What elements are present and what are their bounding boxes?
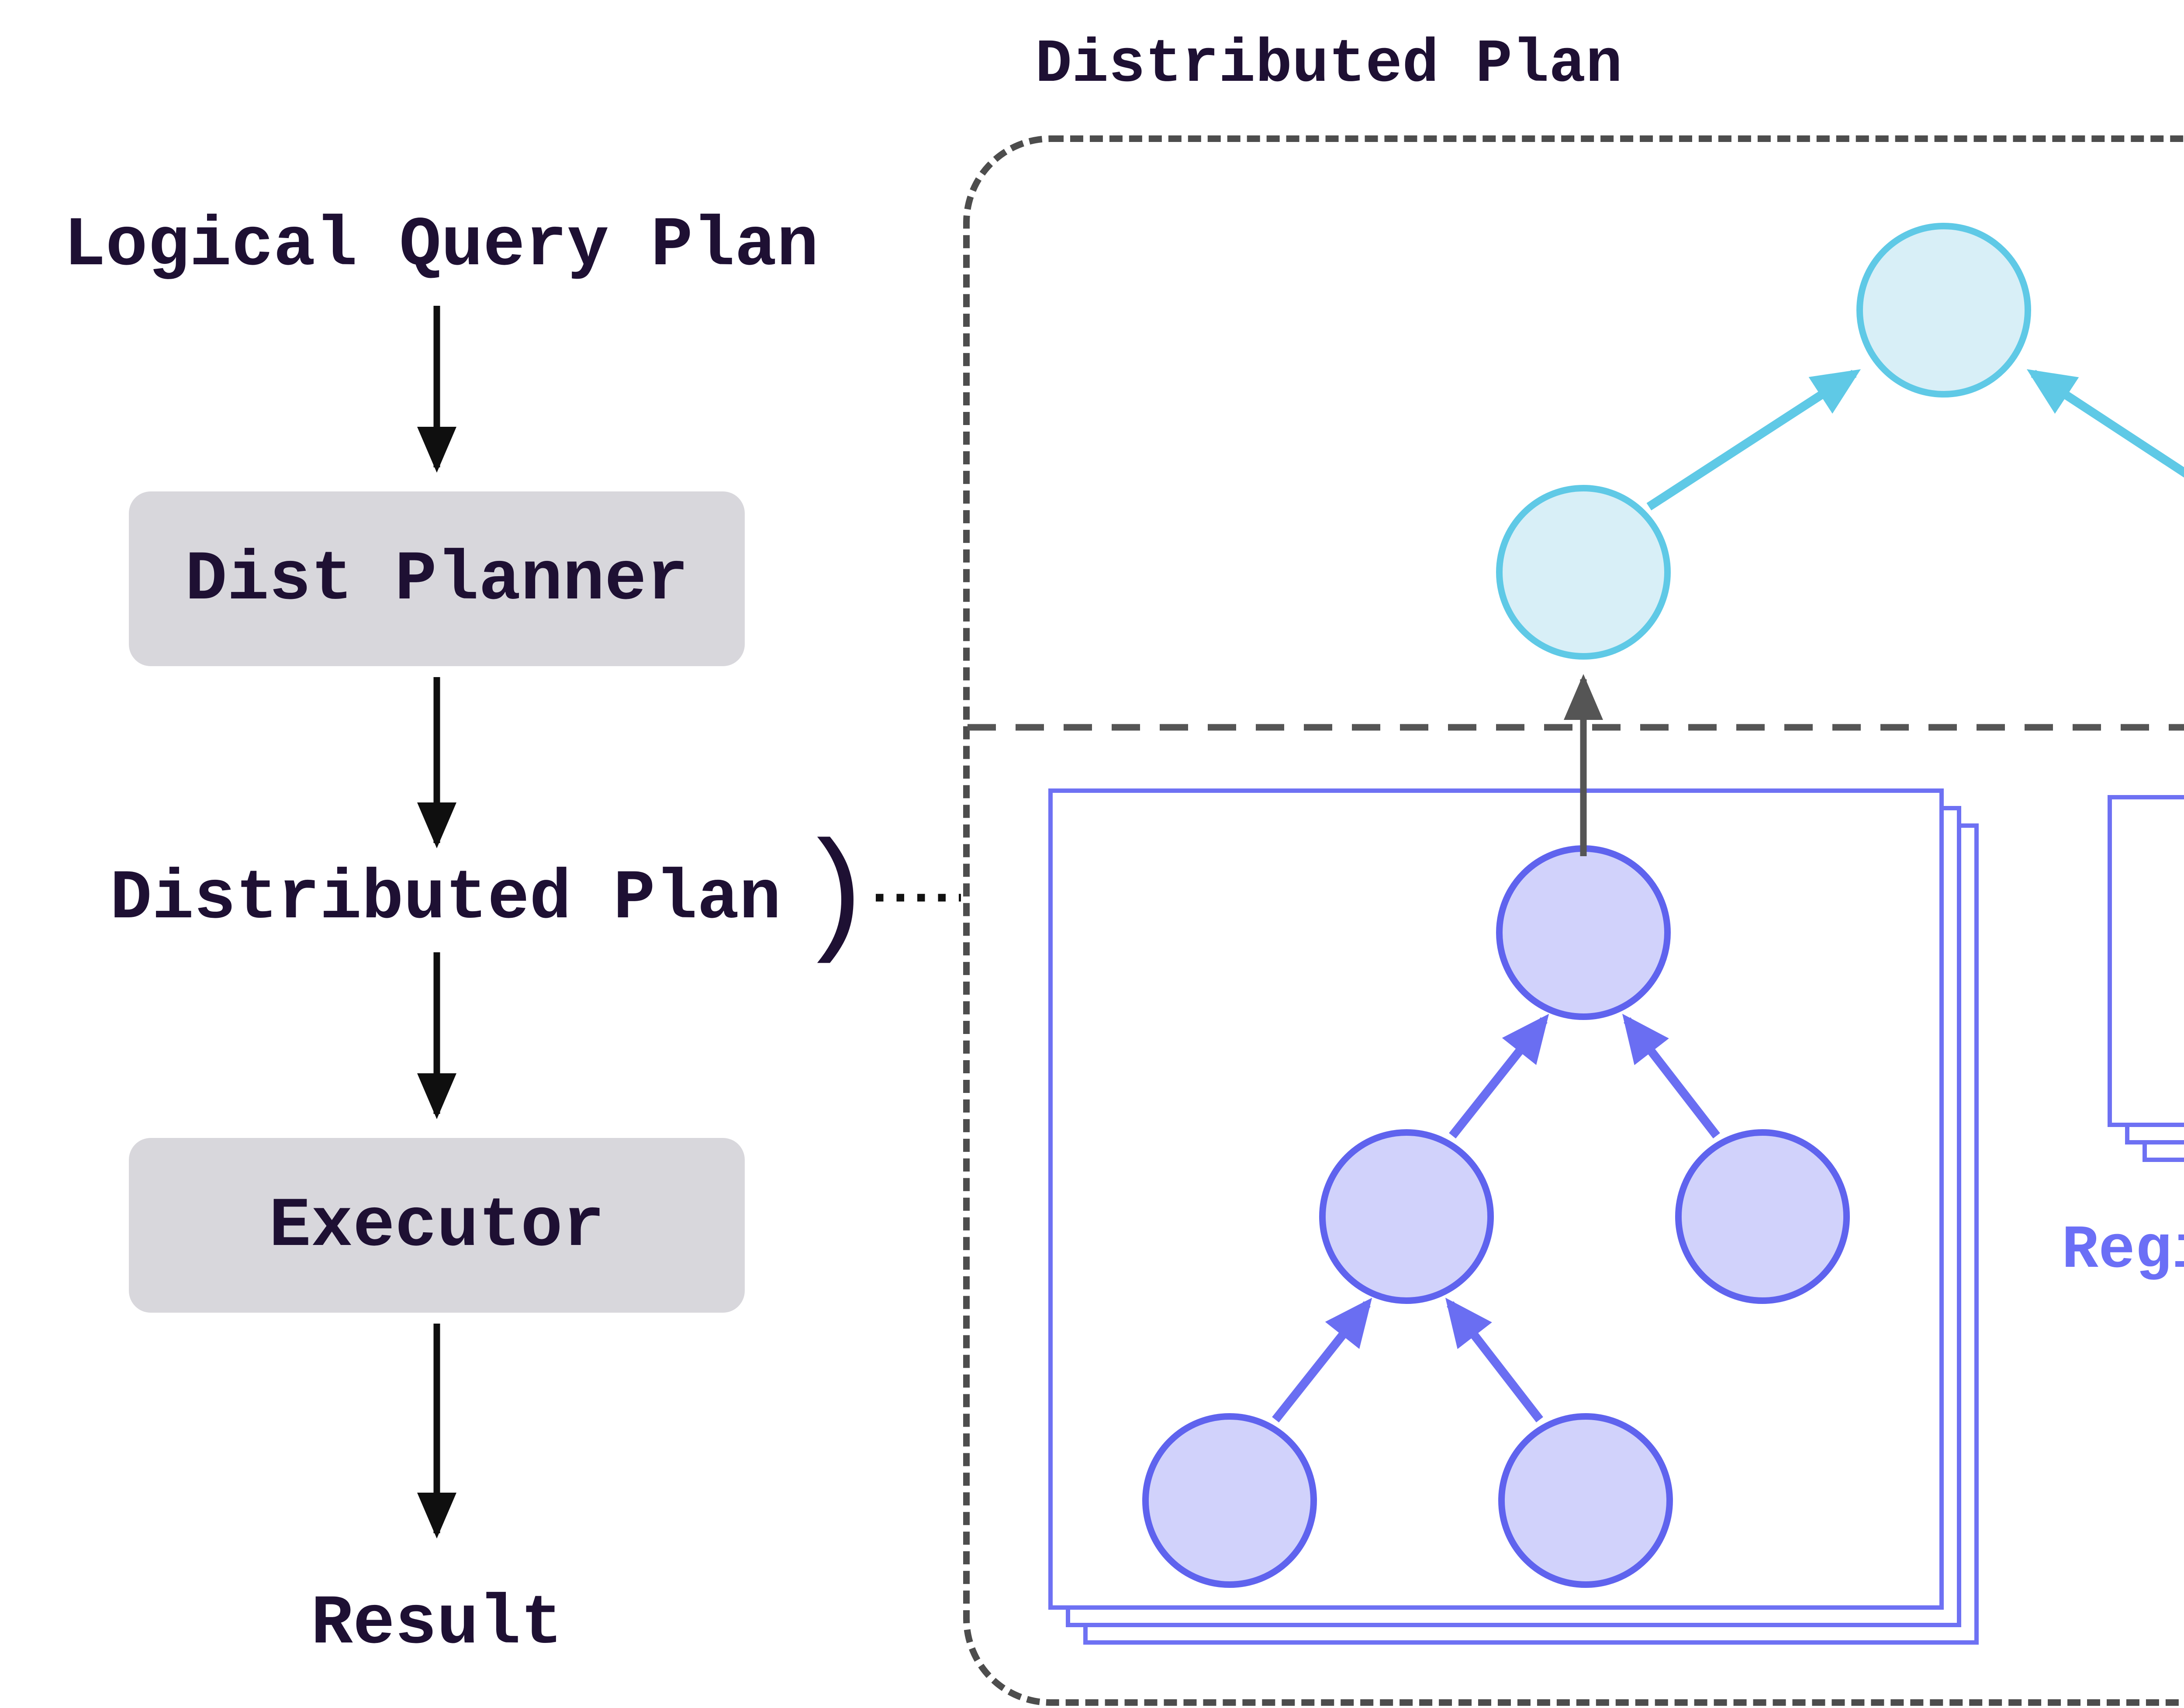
region-stack-right-front-square <box>2108 795 2184 1127</box>
dist-planner-box: Dist Planner <box>129 491 745 666</box>
distributed-plan-panel-title: Distributed Plan <box>1035 33 1623 100</box>
datanode-tree-mid-right-node <box>1675 1129 1850 1304</box>
frontend-left-node <box>1496 485 1671 660</box>
distributed-plan-label: Distributed Plan <box>110 858 781 939</box>
datanode-tree-bottom-right-node <box>1498 1413 1673 1588</box>
executor-box: Executor <box>129 1138 745 1313</box>
datanode-tree-root-node <box>1496 845 1671 1020</box>
logical-query-plan-label: Logical Query Plan <box>63 205 819 286</box>
dist-planner-box-label: Dist Planner <box>185 538 689 619</box>
datanode-tree-mid-left-node <box>1319 1129 1494 1304</box>
frontend-root-node <box>1856 223 2031 398</box>
executor-box-label: Executor <box>269 1185 605 1266</box>
regions-label: Regions <box>2062 1219 2184 1286</box>
datanode-tree-bottom-left-node <box>1142 1413 1317 1588</box>
distributed-plan-brace: ) <box>795 821 877 976</box>
distributed-plan-dashed-container <box>963 135 2184 1706</box>
result-label: Result <box>311 1584 563 1664</box>
